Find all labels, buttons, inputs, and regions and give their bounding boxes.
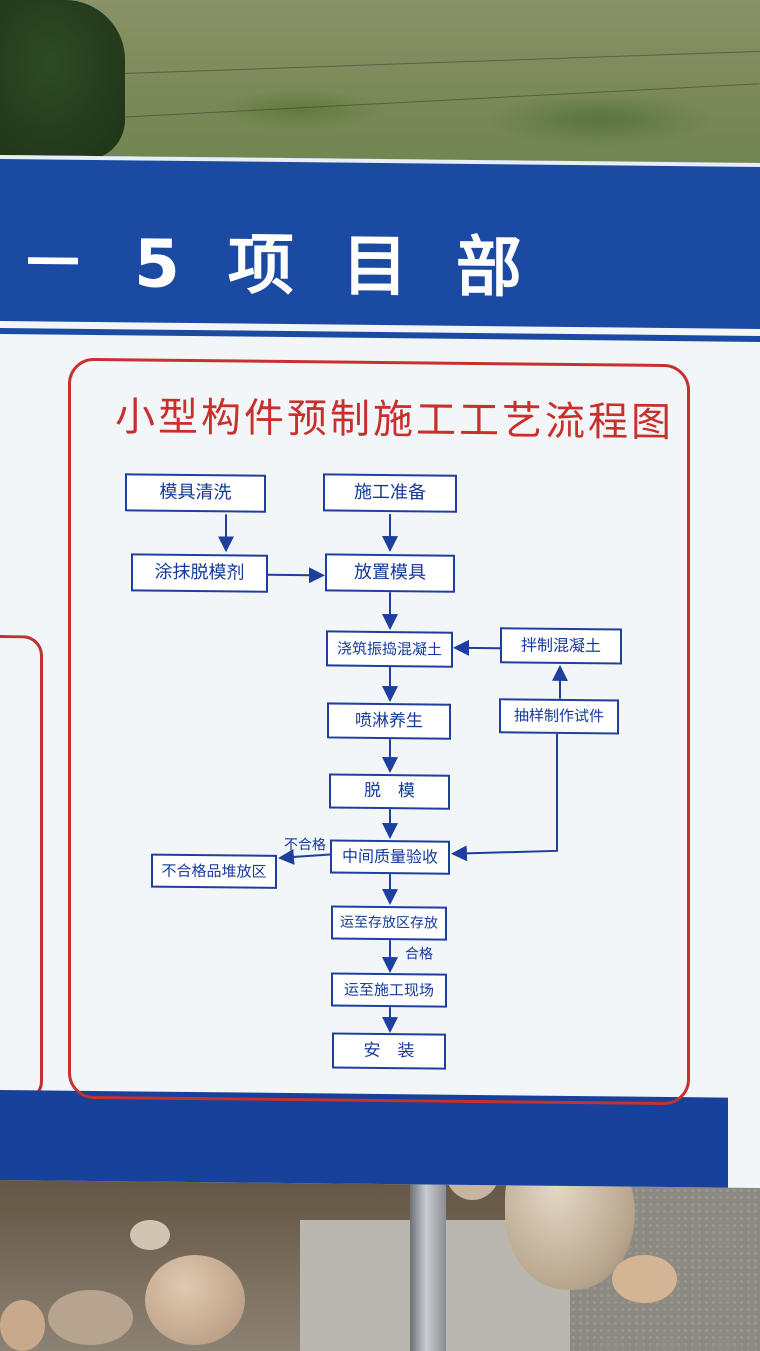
- rock: [130, 1220, 170, 1250]
- power-line: [120, 50, 760, 75]
- arrow-release-to-place: [268, 567, 325, 584]
- step-transport-to-site: 运至施工现场: [331, 972, 447, 1008]
- power-line: [120, 83, 760, 118]
- rock: [0, 1300, 45, 1351]
- step-mold-cleaning: 模具清洗: [125, 473, 266, 513]
- step-reject-storage-area: 不合格品堆放区: [151, 853, 277, 889]
- flowchart-connectors: [218, 514, 568, 1034]
- rock: [48, 1290, 133, 1345]
- background-tree: [0, 0, 125, 160]
- rock: [145, 1255, 245, 1345]
- fail-label: 不合格: [284, 836, 326, 854]
- step-spray-curing: 喷淋养生: [327, 702, 451, 740]
- step-installation: 安 装: [332, 1032, 446, 1070]
- rock: [612, 1255, 677, 1303]
- step-apply-release-agent: 涂抹脱模剂: [131, 553, 268, 593]
- arrow-inspection-to-reject: [278, 848, 331, 865]
- sign-board: －5项目部 小型构件预制施工工艺流程图 模具清洗: [0, 155, 760, 1188]
- pass-label: 合格: [405, 946, 433, 963]
- step-pour-vibrate-concrete: 浇筑振捣混凝土: [326, 630, 453, 668]
- step-mix-concrete: 拌制混凝土: [500, 627, 622, 665]
- step-intermediate-inspection: 中间质量验收: [330, 839, 450, 875]
- step-construction-prep: 施工准备: [323, 473, 457, 513]
- step-transport-to-storage: 运至存放区存放: [331, 905, 447, 941]
- step-demolding: 脱 模: [329, 773, 450, 810]
- arrow-sample-to-inspection: [451, 733, 558, 862]
- step-place-mold: 放置模具: [325, 553, 455, 593]
- background-hillside: [0, 0, 760, 175]
- step-sample-test-pieces: 抽样制作试件: [499, 698, 619, 735]
